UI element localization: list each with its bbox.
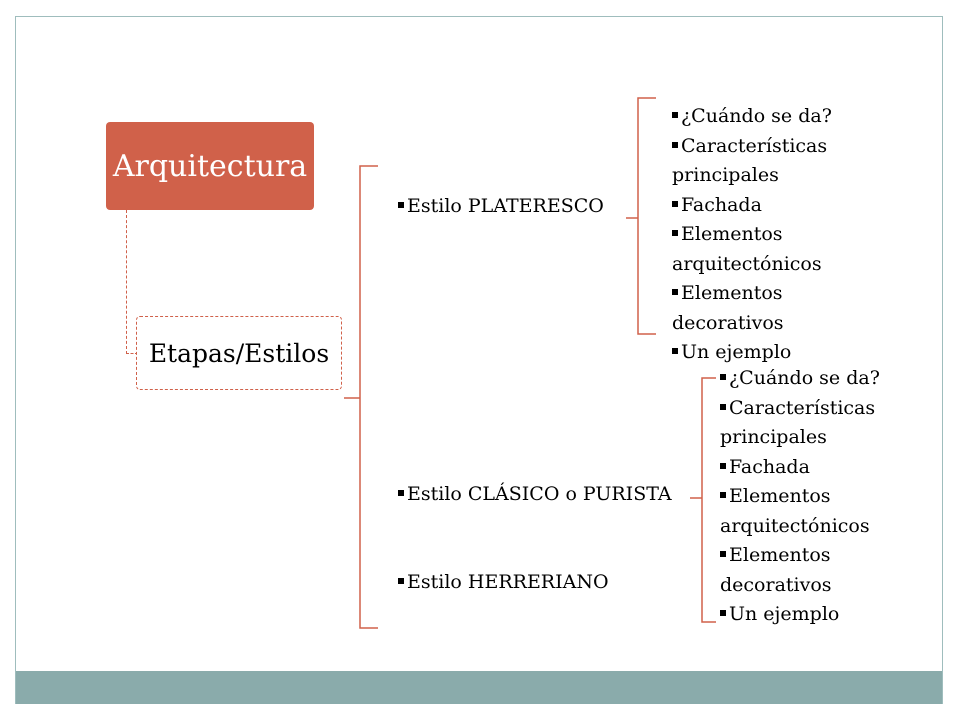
bullet-icon [672,348,678,354]
bullet-icon [672,112,678,118]
list-item: Fachada [672,191,832,221]
bullet-icon [398,490,404,496]
clasico-topic-list: ¿Cuándo se da? Características principal… [720,364,880,630]
list-item: Fachada [720,453,880,483]
root-node-label: Arquitectura [112,148,308,184]
style-plateresco: Estilo PLATERESCO [398,192,604,221]
list-item: Un ejemplo [720,600,880,630]
bullet-icon [720,374,726,380]
plateresco-bracket [626,97,656,335]
list-item: Elementos [720,541,880,571]
list-item: ¿Cuándo se da? [672,102,832,132]
bullet-icon [720,403,726,410]
style-clasico: Estilo CLÁSICO o PURISTA [398,480,672,509]
main-bracket [344,165,378,629]
bullet-icon [672,230,678,236]
style-herreriano: Estilo HERRERIANO [398,568,609,597]
list-item: Características [720,394,880,424]
child-node-etapas-estilos: Etapas/Estilos [136,316,342,390]
list-item: Características [672,132,832,162]
bullet-icon [720,610,726,616]
list-item-continuation: arquitectónicos [672,252,822,275]
bullet-icon [672,289,678,295]
list-item-continuation: decorativos [672,311,784,334]
list-item: Elementos [672,220,832,250]
list-item-continuation: decorativos [720,573,832,596]
bullet-icon [720,462,726,469]
dashed-connector [126,210,138,354]
list-item-continuation: principales [720,426,827,448]
child-node-label: Etapas/Estilos [148,338,330,368]
list-item-continuation: principales [672,164,779,186]
list-item: Un ejemplo [672,338,832,368]
bullet-icon [672,141,678,148]
bullet-icon [672,200,678,207]
bullet-icon [398,202,404,208]
bullet-icon [398,578,404,584]
list-item-continuation: arquitectónicos [720,514,870,537]
clasico-bracket [690,377,716,623]
list-item: Elementos [720,482,880,512]
list-item: Elementos [672,279,832,309]
footer-bar [16,671,942,704]
bullet-icon [720,492,726,498]
list-item: ¿Cuándo se da? [720,364,880,394]
plateresco-topic-list: ¿Cuándo se da? Características principal… [672,102,832,368]
bullet-icon [720,551,726,557]
root-node-arquitectura: Arquitectura [106,122,314,210]
